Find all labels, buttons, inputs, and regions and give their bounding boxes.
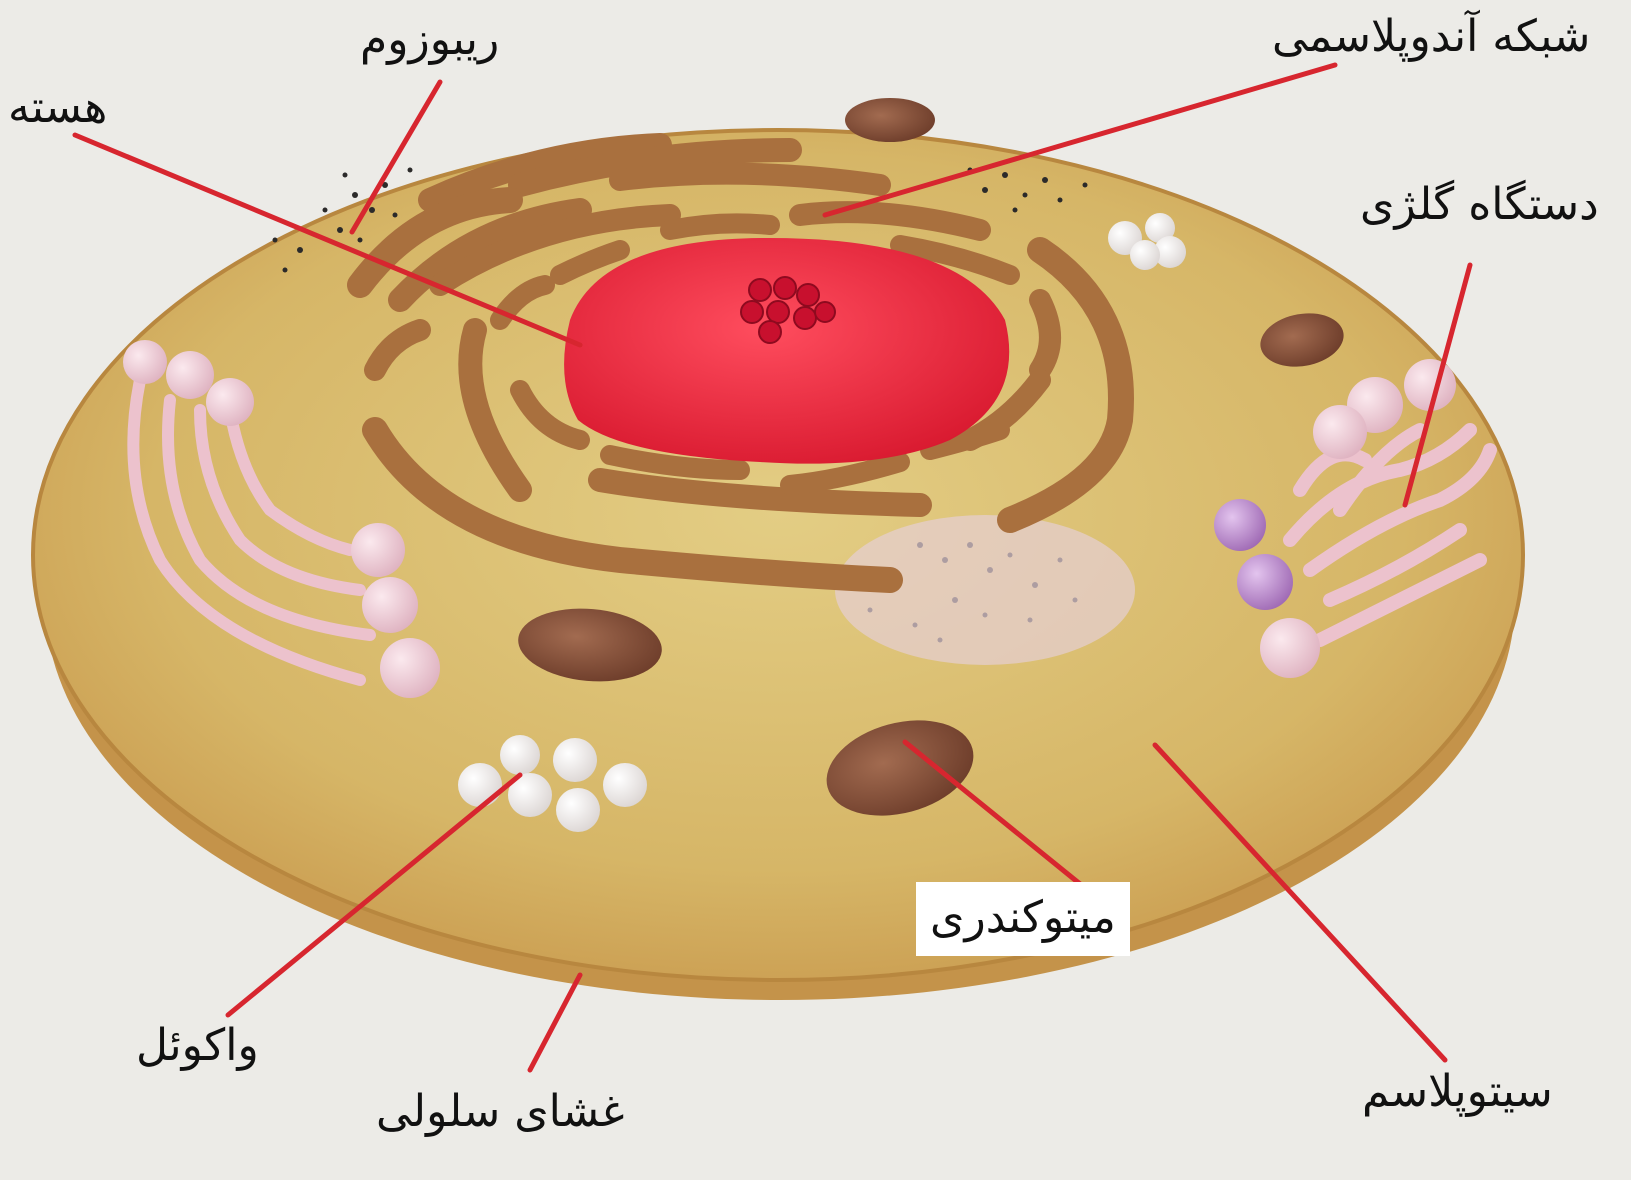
pointer-cell-membrane bbox=[530, 975, 580, 1070]
label-cytoplasm: سیتوپلاسم bbox=[1362, 1070, 1553, 1114]
label-ribosome: ریبوزوم bbox=[360, 18, 499, 62]
label-vacuole: واکوئل bbox=[136, 1024, 259, 1068]
label-golgi: دستگاه گلژی bbox=[1360, 183, 1599, 227]
nucleus-model bbox=[564, 238, 1009, 464]
label-endoplasmic-reticulum: شبکه آندوپلاسمی bbox=[1272, 15, 1590, 59]
label-nucleus: هسته bbox=[8, 86, 107, 130]
label-cell-membrane: غشای سلولی bbox=[376, 1090, 624, 1134]
label-mitochondria: میتوکندری bbox=[916, 882, 1130, 956]
